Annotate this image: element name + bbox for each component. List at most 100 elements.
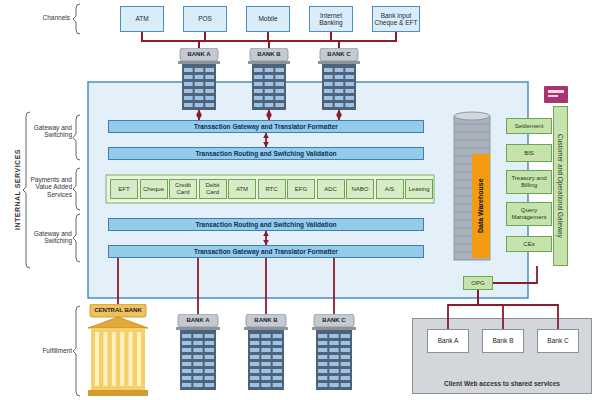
- service-band: Transaction Gateway and Translator Forma…: [108, 120, 424, 133]
- connector-line: [197, 258, 199, 314]
- window: [335, 75, 344, 79]
- window: [205, 362, 214, 366]
- channel-box: Mobile: [246, 6, 290, 32]
- connector-line: [269, 32, 396, 48]
- node-text: Leasing: [408, 186, 429, 193]
- connector-line: [268, 32, 269, 48]
- window: [182, 355, 191, 359]
- node-shape: [178, 48, 220, 110]
- window: [205, 369, 214, 373]
- connector-line: [265, 258, 267, 314]
- window: [205, 89, 214, 93]
- window: [261, 348, 270, 352]
- window: [261, 369, 270, 373]
- window: [341, 376, 350, 380]
- node-text: ADC: [324, 186, 337, 193]
- node-text: OPG: [471, 280, 484, 287]
- node-text: Cheque: [143, 186, 164, 193]
- window: [250, 362, 259, 366]
- client-bank-box: Bank C: [537, 329, 579, 353]
- window: [193, 376, 202, 380]
- window: [195, 75, 204, 79]
- window: [182, 369, 191, 373]
- window: [345, 75, 354, 79]
- window: [273, 376, 282, 380]
- node-text: ATM: [236, 186, 248, 193]
- connector-line: [448, 290, 478, 329]
- node-text: A/S: [385, 186, 395, 193]
- window: [265, 75, 274, 79]
- node-shape: [244, 314, 288, 390]
- bracket: [73, 214, 80, 262]
- connector-line: [333, 258, 335, 314]
- window: [341, 341, 350, 345]
- column: [129, 332, 133, 386]
- node-text: BANK A: [178, 51, 220, 58]
- window: [345, 89, 354, 93]
- warehouse-stripe: [454, 132, 490, 133]
- window: [341, 383, 350, 387]
- service-band: Transaction Routing and Switching Valida…: [108, 218, 424, 231]
- window: [341, 334, 350, 338]
- column: [137, 332, 141, 386]
- window: [261, 362, 270, 366]
- gateway-item: Query Management: [506, 202, 552, 226]
- node-text: Mobile: [258, 15, 277, 22]
- window: [345, 82, 354, 86]
- window: [193, 341, 202, 345]
- bracket: [73, 4, 80, 34]
- node-text: Credit Card: [170, 182, 196, 195]
- window: [273, 383, 282, 387]
- connector-line: [142, 32, 199, 48]
- connector-line: [268, 32, 339, 48]
- window: [250, 376, 259, 380]
- window: [318, 334, 327, 338]
- service-band: Transaction Routing and Switching Valida…: [108, 147, 424, 160]
- window: [324, 96, 333, 100]
- window: [329, 334, 338, 338]
- channel-box: POS: [183, 6, 227, 32]
- node-text: Internet Banking: [311, 12, 351, 26]
- section-label: INTERNAL SERVICES: [12, 110, 24, 270]
- connector-line: [265, 133, 267, 147]
- node-text: Debit Card: [200, 182, 226, 195]
- window: [205, 96, 214, 100]
- gateway-box: Customer and Operational GatewaySettleme…: [506, 106, 568, 266]
- window: [318, 362, 327, 366]
- window: [335, 82, 344, 86]
- node-text: Query Management: [507, 207, 551, 220]
- connector-line: [493, 266, 537, 283]
- bank-building: BANK A: [176, 314, 220, 390]
- window: [195, 89, 204, 93]
- node-shape: [176, 314, 220, 390]
- services-strip: [106, 175, 434, 203]
- node-shape: [318, 48, 360, 110]
- window: [193, 369, 202, 373]
- window: [261, 334, 270, 338]
- window: [182, 362, 191, 366]
- connector-line: [117, 258, 119, 304]
- connector-line: [198, 110, 200, 120]
- window: [329, 376, 338, 380]
- building-body: [322, 64, 356, 110]
- roof-ledge: [318, 61, 360, 64]
- node-text: Client Web access to shared services: [413, 380, 591, 387]
- window: [205, 355, 214, 359]
- window: [250, 341, 259, 345]
- warehouse-body: [454, 116, 490, 260]
- bank-building: BANK A: [178, 48, 220, 110]
- column: [103, 332, 107, 386]
- node-text: ATM: [135, 15, 148, 22]
- window: [275, 68, 284, 72]
- window: [318, 355, 327, 359]
- bracket: [73, 306, 80, 396]
- building-body: [248, 330, 284, 390]
- window: [184, 103, 193, 107]
- window: [318, 369, 327, 373]
- window: [273, 355, 282, 359]
- window: [265, 96, 274, 100]
- window: [254, 89, 263, 93]
- channel-box: Internet Banking: [309, 6, 353, 32]
- service-box: EFT: [110, 179, 138, 199]
